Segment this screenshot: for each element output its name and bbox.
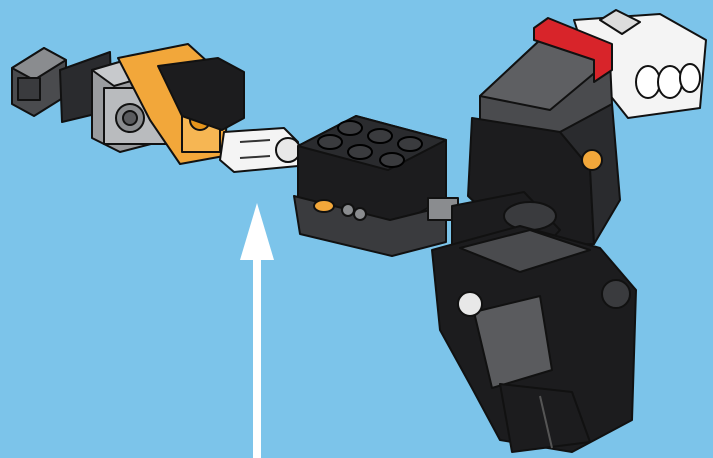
black-brick [294,116,458,256]
